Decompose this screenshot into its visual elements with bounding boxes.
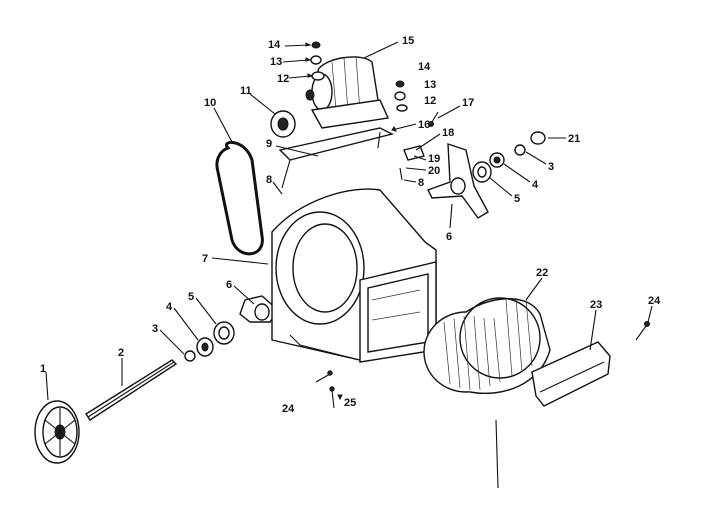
callout-8-right: 8 [418,177,424,189]
screw-24-right [635,321,650,341]
callout-9: 9 [266,138,272,150]
hardware-grommet-top [311,71,325,81]
callout-2: 2 [118,347,124,359]
v-belt [215,140,264,256]
leader-lines [45,41,653,489]
bearing-left [196,337,214,357]
bolt-8-right [399,167,403,181]
hardware-washer-top [310,55,322,65]
callout-14-left: 14 [268,39,281,51]
callout-labels: 1 2 3 4 5 6 7 8 9 10 11 12 13 14 15 14 1… [40,35,661,415]
callout-6: 6 [226,279,232,291]
callout-12-left: 12 [277,73,289,85]
bearing-bracket-right [427,143,489,219]
callout-5-right: 5 [514,193,520,205]
callout-3: 3 [152,323,158,335]
callout-4-right: 4 [532,179,539,191]
callout-4: 4 [166,301,173,313]
bearing-ring-left [213,321,235,345]
motor [305,55,390,129]
bolt-17 [428,111,439,127]
callout-6-right: 6 [446,231,452,243]
hardware-nut-right [395,80,405,88]
callout-20: 20 [428,165,440,177]
callout-10: 10 [204,97,216,109]
bearing-right [489,152,505,168]
callout-18: 18 [442,127,454,139]
hardware-nut-top [311,41,321,49]
callout-22: 22 [536,267,548,279]
blower-wheel [423,297,551,394]
hardware-grommet-right [396,104,408,112]
callout-19: 19 [428,153,440,165]
callout-17: 17 [462,97,474,109]
bearing-bracket-left [239,295,279,323]
arrow-heads [305,42,397,401]
callout-13-right: 13 [424,79,436,91]
motor-mount-bracket [278,127,394,189]
screw-24-bottom [315,370,333,383]
callout-8: 8 [266,174,272,186]
hardware-washer-right [394,91,406,101]
callout-5: 5 [188,291,194,303]
callout-15: 15 [402,35,414,47]
clip-18 [403,145,425,161]
callout-24-right: 24 [648,295,661,307]
callout-24-bottom: 24 [282,403,295,415]
collar-right [514,144,526,156]
callout-3-right: 3 [548,161,554,173]
bearing-ring-right [472,161,492,183]
callout-21: 21 [568,133,580,145]
collar-left [184,350,196,362]
callout-14-right: 14 [418,61,431,73]
cap-21 [530,131,546,145]
cutoff-plate [531,341,611,407]
callout-11: 11 [240,85,252,97]
pulley-wheel [34,400,80,464]
screw-25 [329,386,335,409]
blower-housing [271,188,437,363]
callout-12-right: 12 [424,95,436,107]
callout-25: 25 [344,397,356,409]
callout-23: 23 [590,299,602,311]
callout-13-left: 13 [270,56,282,68]
motor-pulley [270,110,296,138]
callout-16: 16 [418,119,430,131]
callout-7: 7 [202,253,208,265]
callout-1: 1 [40,363,46,375]
shaft [85,359,178,421]
